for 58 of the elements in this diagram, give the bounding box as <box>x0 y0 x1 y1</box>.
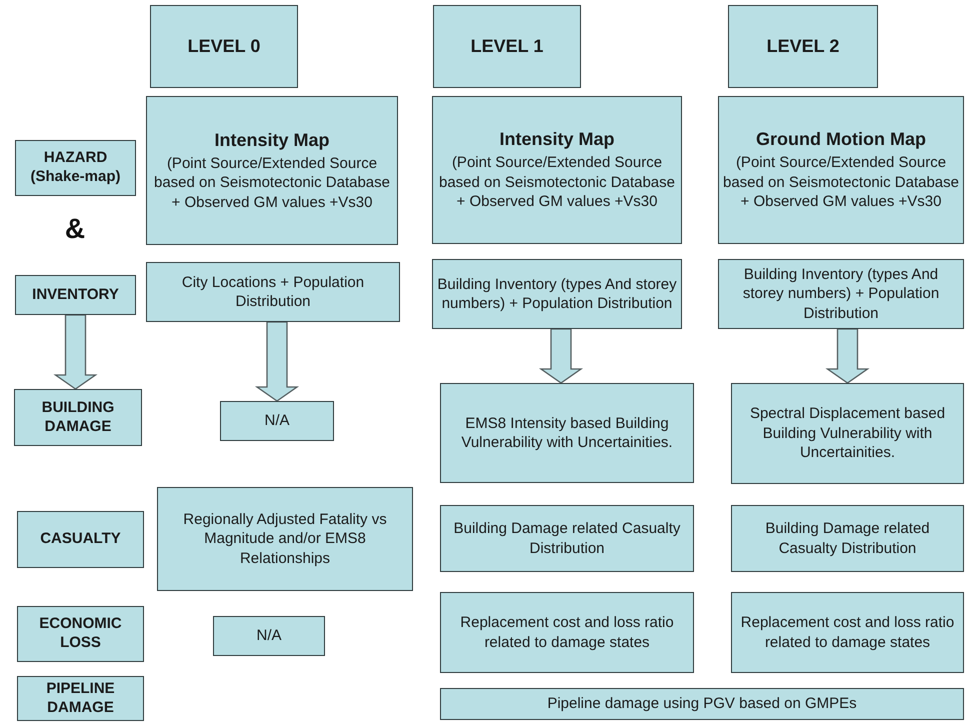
box-text: Building Damage related Casualty Distribution <box>452 519 682 558</box>
block-arrow <box>825 328 870 384</box>
process-box <box>432 259 682 329</box>
box-text: Replacement cost and loss ratio related to damage states <box>740 613 956 652</box>
category-box <box>17 511 144 568</box>
process-box <box>718 96 964 244</box>
box-text: N/A <box>256 626 282 646</box>
category-label: BUILDING DAMAGE <box>40 398 116 436</box>
level-title: LEVEL 2 <box>766 34 840 58</box>
category-box <box>17 606 144 662</box>
box-text: N/A <box>264 411 290 431</box>
category-label: INVENTORY <box>32 286 119 304</box>
category-label: PIPELINE DAMAGE <box>45 680 116 718</box>
box-text: (Point Source/Extended Source based on Seismotectonic Database + Observed GM values +Vs30 <box>153 154 391 212</box>
process-box <box>440 383 694 483</box>
block-arrow <box>254 321 300 402</box>
process-box <box>731 592 964 673</box>
box-title: Ground Motion Map <box>756 128 926 152</box>
process-box <box>146 96 398 245</box>
category-box <box>15 140 136 196</box>
process-box <box>157 487 413 591</box>
process-box <box>440 505 694 572</box>
box-title: Intensity Map <box>499 128 614 152</box>
level-header-box <box>433 5 581 88</box>
process-box <box>146 262 400 322</box>
block-arrow <box>53 314 98 390</box>
box-text: Pipeline damage using PGV based on GMPEs <box>547 694 857 714</box>
level-header-box <box>728 5 878 88</box>
box-text: Spectral Displacement based Building Vulnerability with Uncertainities. <box>748 404 946 463</box>
process-box <box>440 592 694 673</box>
category-label: ECONOMIC LOSS <box>38 615 123 653</box>
category-box <box>17 676 144 721</box>
box-text: EMS8 Intensity based Building Vulnerability with Uncertainities. <box>460 414 674 452</box>
process-box <box>440 688 964 720</box>
block-arrow <box>538 328 584 384</box>
process-box <box>220 401 334 441</box>
box-text: Building Inventory (types And storey numbers) + Population Distribution <box>742 264 940 324</box>
level-title: LEVEL 0 <box>188 34 260 58</box>
box-text: Building Inventory (types And storey numbers) + Population Distribution <box>436 274 678 314</box>
process-box <box>213 616 325 656</box>
category-label: HAZARD (Shake-map) <box>29 149 122 187</box>
box-text: Regionally Adjusted Fatality vs Magnitude and/or EMS8 Relationships <box>182 510 388 568</box>
ampersand-label: & <box>64 213 86 245</box>
box-text: (Point Source/Extended Source based on Seismotectonic Database + Observed GM values +Vs30 <box>722 153 960 212</box>
box-text: (Point Source/Extended Source based on Seismotectonic Database + Observed GM values +Vs30 <box>438 153 676 212</box>
process-box <box>731 505 964 572</box>
box-title: Intensity Map <box>214 128 330 152</box>
category-box <box>15 275 136 315</box>
box-text: Replacement cost and loss ratio related to damage states <box>459 613 675 652</box>
category-box <box>14 389 142 446</box>
process-box <box>731 383 964 484</box>
box-text: Building Damage related Casualty Distribution <box>764 519 931 558</box>
level-title: LEVEL 1 <box>470 34 544 58</box>
box-text: City Locations + Population Distribution <box>180 272 366 312</box>
level-header-box <box>150 5 298 88</box>
category-label: CASUALTY <box>40 530 121 549</box>
process-box <box>718 259 964 329</box>
process-box <box>432 96 682 244</box>
